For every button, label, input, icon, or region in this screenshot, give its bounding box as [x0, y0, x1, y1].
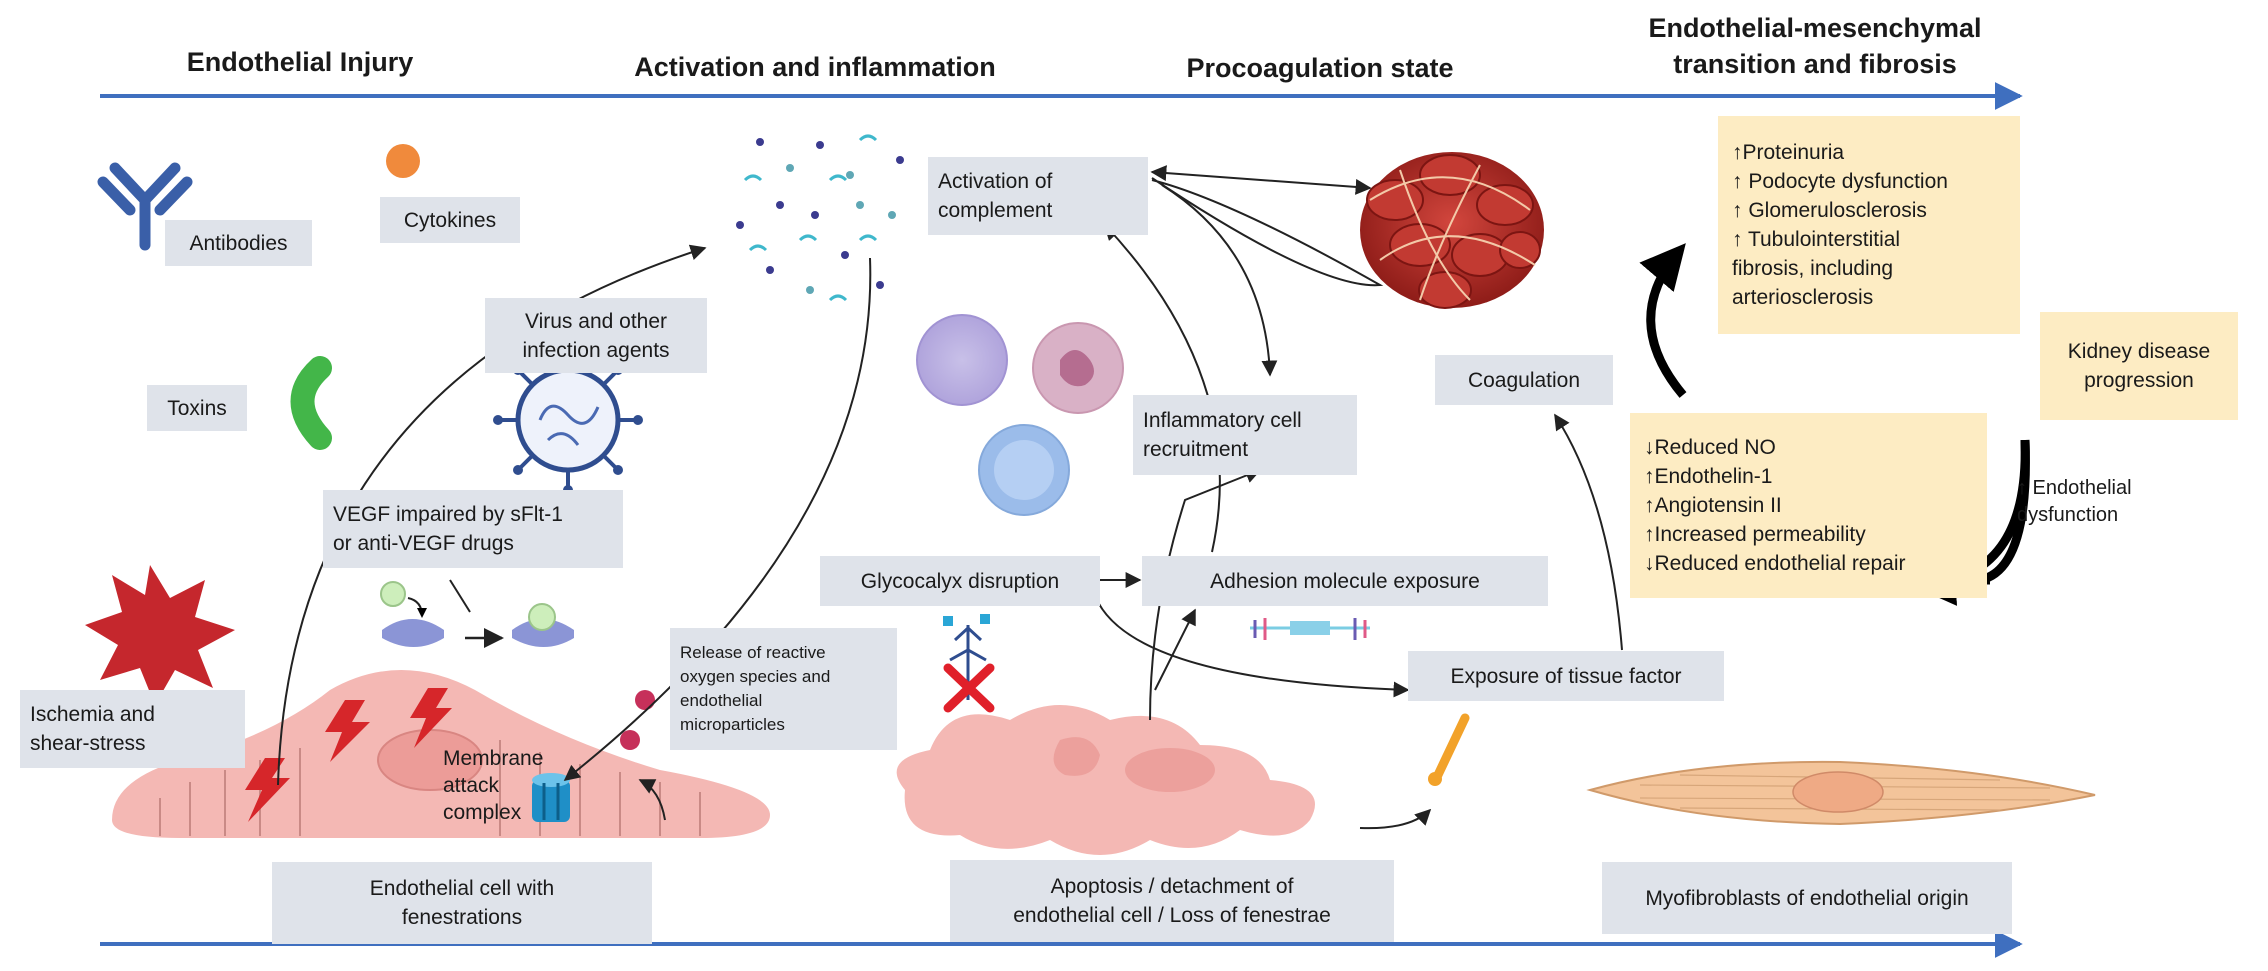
box-glycocalyx-disruption: Glycocalyx disruption [820, 556, 1100, 606]
outcome-top-3: ↑ Tubulointerstitial [1732, 228, 1901, 251]
ischemia-line1: Ischemia and [30, 703, 155, 726]
mac-line2: attack [443, 774, 500, 797]
vegf-receptor-icon [380, 579, 574, 648]
box-ischemia-shear: Ischemia and shear-stress [20, 690, 245, 768]
ros-line4: microparticles [680, 715, 785, 734]
virus-line1: Virus and other [524, 309, 668, 333]
box-endothelial-factors: ↓Reduced NO ↑Endothelin-1 ↑Angiotensin I… [1630, 413, 1987, 598]
box-apoptosis-detachment: Apoptosis / detachment of endothelial ce… [950, 860, 1394, 942]
cytokine-icon [386, 144, 420, 178]
box-antibodies: Antibodies [165, 220, 312, 266]
toxin-icon [290, 356, 332, 450]
box-coagulation: Coagulation [1435, 355, 1613, 405]
glycocalyx-icon [943, 614, 995, 713]
outcome-bottom-1: ↑Endothelin-1 [1644, 465, 1773, 488]
endothelial-cell-icon [112, 670, 770, 838]
mac-pore-icon [532, 773, 570, 822]
mac-line3: complex [443, 801, 522, 824]
box-virus-agents: Virus and other infection agents [485, 298, 707, 373]
endo-cell-line1: Endothelial cell with [369, 877, 555, 900]
box-adhesion-molecule: Adhesion molecule exposure [1142, 556, 1548, 606]
kidney-line2: progression [2084, 369, 2194, 392]
box-activation-complement: Activation of complement [928, 157, 1148, 235]
box-toxins: Toxins [147, 385, 247, 431]
box-inflammatory-recruitment: Inflammatory cell recruitment [1133, 395, 1357, 475]
antibody-icon [97, 162, 193, 251]
apoptotic-cell-icon [896, 705, 1315, 855]
kidney-line1: Kidney disease [2067, 340, 2211, 363]
box-myofibroblasts: Myofibroblasts of endothelial origin [1602, 862, 2012, 934]
virus-line2: infection agents [522, 338, 670, 362]
box-tissue-factor: Exposure of tissue factor [1408, 651, 1724, 701]
apoptosis-line2: endothelial cell / Loss of fenestrae [1013, 904, 1331, 927]
outcome-top-0: ↑Proteinuria [1732, 141, 1845, 164]
outcome-bottom-4: ↓Reduced endothelial repair [1644, 552, 1906, 575]
leukocyte-icon [916, 314, 1124, 516]
label-endothelial-dysfunction: ↑ Endothelial dysfunction [2017, 475, 2187, 529]
vegf-line2: or anti-VEGF drugs [333, 532, 514, 555]
particle-cloud-icon [736, 134, 904, 302]
connector-arrows [277, 165, 1623, 830]
box-ros-release: Release of reactive oxygen species and e… [670, 628, 897, 750]
header-emt-line2: transition and fibrosis [1673, 49, 1957, 79]
outcome-top-2: ↑ Glomerulosclerosis [1732, 199, 1927, 222]
endo-dys-line2: dysfunction [2017, 504, 2119, 526]
complement-line1: Activation of [938, 170, 1053, 193]
outcome-top-1: ↑ Podocyte dysfunction [1732, 170, 1948, 193]
lightning-icon [245, 688, 452, 822]
inflam-line2: recruitment [1143, 438, 1249, 461]
box-kidney-progression: Kidney disease progression [2040, 312, 2238, 420]
outcome-top-5: arteriosclerosis [1732, 286, 1874, 309]
box-renal-outcomes: ↑Proteinuria ↑ Podocyte dysfunction ↑ Gl… [1718, 116, 2020, 334]
ischemia-star-icon [85, 565, 235, 705]
complement-line2: complement [938, 199, 1053, 222]
label-membrane-attack-complex: Membrane attack complex [443, 745, 573, 826]
header-emt-fibrosis: Endothelial-mesenchymal transition and f… [1590, 10, 2040, 82]
outcome-top-4: fibrosis, including [1732, 257, 1894, 280]
outcome-bottom-2: ↑Angiotensin II [1644, 494, 1782, 517]
tissue-factor-icon [1428, 713, 1470, 786]
header-procoagulation: Procoagulation state [1186, 53, 1454, 83]
myofibroblast-icon [1586, 760, 2096, 826]
apoptosis-line1: Apoptosis / detachment of [1050, 875, 1294, 898]
endo-dys-line1: ↑ Endothelial [2017, 477, 2132, 499]
ros-line3: endothelial [680, 691, 763, 710]
ros-line1: Release of reactive [680, 643, 826, 662]
header-endothelial-injury: Endothelial Injury [186, 47, 414, 77]
blood-clot-icon [1360, 152, 1544, 309]
ros-particles-icon [620, 690, 666, 821]
box-cytokines: Cytokines [380, 197, 520, 243]
endo-cell-line2: fenestrations [401, 906, 523, 929]
adhesion-molecule-icon [1250, 618, 1370, 640]
inflam-line1: Inflammatory cell [1143, 409, 1302, 432]
vegf-line1: VEGF impaired by sFlt-1 [333, 503, 563, 526]
header-activation-inflammation: Activation and inflammation [634, 52, 996, 82]
outcome-bottom-3: ↑Increased permeability [1644, 523, 1866, 546]
ros-line2: oxygen species and [680, 667, 831, 686]
box-vegf-impaired: VEGF impaired by sFlt-1 or anti-VEGF dru… [323, 490, 623, 568]
header-emt-line1: Endothelial-mesenchymal [1648, 13, 1982, 43]
box-endothelial-cell: Endothelial cell with fenestrations [272, 862, 652, 944]
ischemia-line2: shear-stress [30, 732, 146, 755]
mac-line1: Membrane [443, 747, 544, 770]
outcome-bottom-0: ↓Reduced NO [1644, 436, 1776, 459]
